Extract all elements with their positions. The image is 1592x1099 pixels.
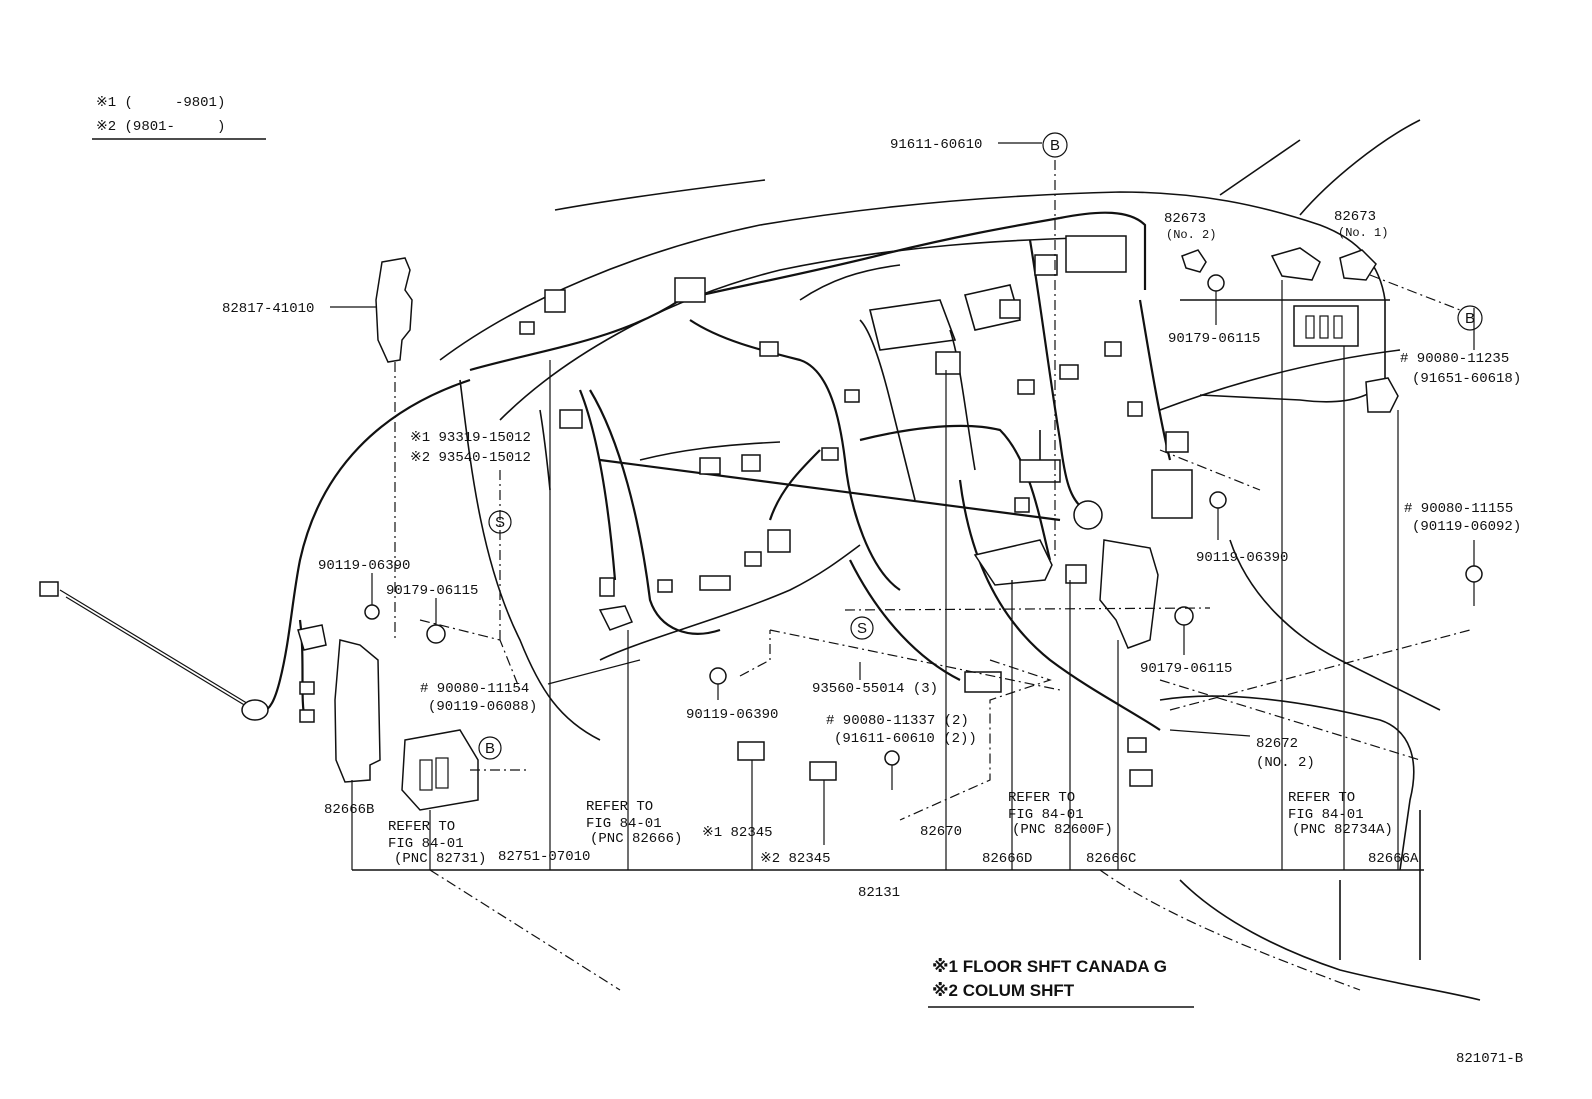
bolt-90119-06390-left [364,604,380,620]
bolt-90080-11155 [1465,565,1483,583]
clip-82673-no1 [1339,249,1377,281]
footnotes: ※1 FLOOR SHFT CANADA G ※2 COLUM SHFT [928,957,1194,1008]
label-91611-60610-top: 91611-60610 [890,137,982,153]
label-82666D: 82666D [982,851,1032,867]
circle-b-left [478,736,502,760]
bolt-90119-06390-mid [709,667,727,685]
circle-s-mid [850,616,874,640]
legend: ※1 ( -9801) ※2 (9801- ) [92,95,266,140]
label-refer-82734A-1: REFER TO [1288,790,1355,806]
relay-box-82731 [401,729,479,811]
circle-s-left-letter: S [495,514,505,531]
switch-82345-2 [809,761,837,781]
bolt-90080-11337 [884,750,900,766]
leader-lines [394,160,1471,991]
nut-90179-06115-left [426,624,446,644]
label-90080-11155: # 90080-11155 [1404,501,1513,517]
label-82673-no2-sub: (No. 2) [1166,228,1216,242]
label-90119-06390-left: 90119-06390 [318,558,410,574]
label-91611-60610-2: (91611-60610 (2)) [834,731,977,747]
solid-leaders [330,142,1475,871]
label-82673-no2: 82673 [1164,211,1206,227]
circle-s-mid-letter: S [857,620,867,637]
circle-b-right-letter: B [1465,310,1475,327]
label-82817-41010: 82817-41010 [222,301,314,317]
circle-s-left [488,510,512,534]
label-refer-82666-2: FIG 84-01 [586,816,662,832]
label-refer-82731-3: (PNC 82731) [394,851,486,867]
clip-82673-no2 [1181,249,1207,273]
grommet-left [241,699,269,721]
label-refer-82666-3: (PNC 82666) [590,831,682,847]
circle-markers: B B B S S [478,132,1483,760]
label-90080-11235: # 90080-11235 [1400,351,1509,367]
label-90179-06115-left: 90179-06115 [386,583,478,599]
label-90119-06390-right: 90119-06390 [1196,550,1288,566]
label-refer-82600F-1: REFER TO [1008,790,1075,806]
legend-line-2: ※2 (9801- ) [96,119,225,135]
label-82673-no1-sub: (No. 1) [1338,226,1388,240]
figure-id: 821071-B [1456,1051,1523,1067]
footnote-2: ※2 COLUM SHFT [932,981,1075,1000]
label-refer-82731-2: FIG 84-01 [388,836,464,852]
part-labels: 91611-60610 82817-41010 ※1 93319-15012 ※… [222,137,1521,901]
circle-b-top [1042,132,1068,158]
parts [39,235,1483,811]
relay-block-82734A [1293,305,1359,347]
label-93540-15012: ※2 93540-15012 [410,450,531,466]
label-90080-11154: # 90080-11154 [420,681,529,697]
label-90119-06088: (90119-06088) [428,699,537,715]
clip-82673-no1-bracket [1270,247,1321,281]
grommet-center [1073,500,1103,530]
legend-line-1: ※1 ( -9801) [96,95,225,111]
bracket-82666C [1099,539,1159,649]
bracket-82666A [1365,377,1399,413]
label-90179-06115-top: 90179-06115 [1168,331,1260,347]
label-refer-82600F-3: (PNC 82600F) [1012,822,1113,838]
connector-block-right [1151,469,1193,519]
label-82131: 82131 [858,885,900,901]
label-82670: 82670 [920,824,962,840]
nut-90179-06115-top [1207,274,1225,292]
label-82672-sub: (NO. 2) [1256,755,1315,771]
wire-harness [59,211,1172,731]
label-90080-11337: # 90080-11337 (2) [826,713,969,729]
label-82666B: 82666B [324,802,374,818]
label-90179-06115-right: 90179-06115 [1140,661,1232,677]
circle-b-top-letter: B [1050,137,1060,154]
label-82666A: 82666A [1368,851,1419,867]
label-90119-06390-mid: 90119-06390 [686,707,778,723]
label-refer-82734A-2: FIG 84-01 [1288,807,1364,823]
label-refer-82731-1: REFER TO [388,819,455,835]
label-82666C: 82666C [1086,851,1136,867]
connector-block-top [1065,235,1127,273]
label-refer-82734A-3: (PNC 82734A) [1292,822,1393,838]
switch-82345-1 [737,741,765,761]
instrument-panel-outline [439,119,1481,1001]
label-93319-15012: ※1 93319-15012 [410,430,531,446]
label-91651-60618: (91651-60618) [1412,371,1521,387]
label-82751-07010: 82751-07010 [498,849,590,865]
label-90119-06092: (90119-06092) [1412,519,1521,535]
clip-82817-41010 [375,257,413,363]
footnote-1: ※1 FLOOR SHFT CANADA G [932,957,1167,976]
label-82672: 82672 [1256,736,1298,752]
label-refer-82666-1: REFER TO [586,799,653,815]
label-82345-column: ※2 82345 [760,851,831,867]
label-82673-no1: 82673 [1334,209,1376,225]
label-93560-55014: 93560-55014 (3) [812,681,938,697]
bracket-82666B [334,639,381,783]
connector-plug-left [39,581,59,597]
nut-90179-06115-right [1174,606,1194,626]
label-82345-floor: ※1 82345 [702,825,773,841]
bolt-90119-06390-right [1209,491,1227,509]
label-refer-82600F-2: FIG 84-01 [1008,807,1084,823]
circle-b-right [1457,305,1483,331]
bracket-82666D [973,539,1053,586]
circle-b-left-letter: B [485,740,495,757]
